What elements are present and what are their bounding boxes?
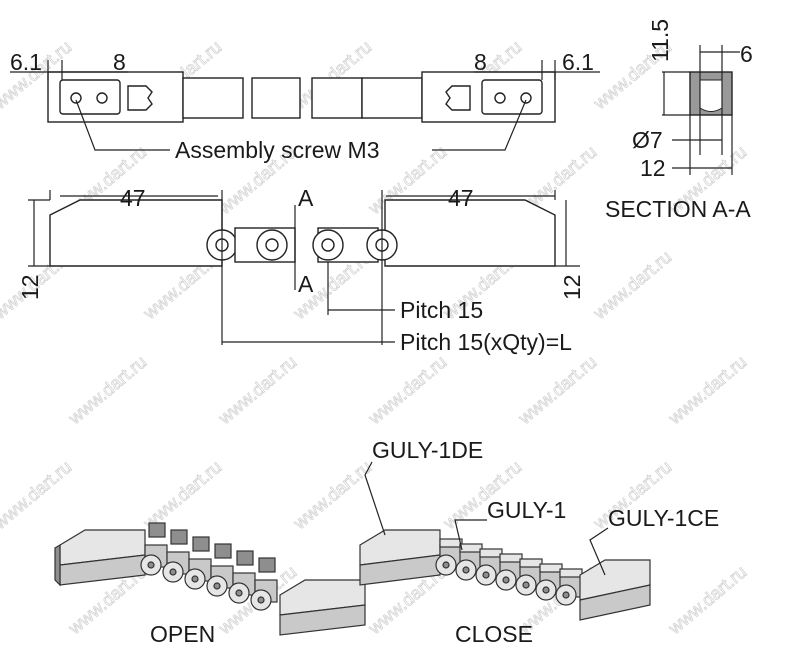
screw-icon: [127, 85, 153, 111]
top-view: 6.1 8 8 6.1 Assembly screw M3: [10, 49, 600, 163]
screw-label: Assembly screw M3: [175, 137, 379, 163]
watermark-text: www.dart.ru: [589, 247, 675, 324]
screw-hole-icon: [96, 92, 108, 104]
screw-hole-icon: [520, 92, 532, 104]
dim-right-length: 47: [448, 185, 474, 211]
chain-link: [555, 568, 583, 606]
dim-section-inner-width: 6: [740, 41, 753, 67]
chain-link: [455, 543, 483, 581]
chain-link: [228, 550, 256, 604]
watermark-text: www.dart.ru: [214, 352, 300, 429]
dim-left-length: 47: [120, 185, 146, 211]
label-guly-1: GULY-1: [487, 497, 566, 523]
watermark-text: www.dart.ru: [0, 457, 75, 534]
chain-link: [162, 529, 190, 583]
label-guly-1ce: GULY-1CE: [608, 505, 719, 531]
dim-left-outer: 6.1: [10, 49, 42, 75]
section-title: SECTION A-A: [605, 196, 751, 222]
chain-link: [250, 557, 278, 611]
watermark-text: www.dart.ru: [64, 352, 150, 429]
watermark-text: www.dart.ru: [289, 457, 375, 534]
screw-hole-icon: [494, 92, 506, 104]
dim-section-bore: Ø7: [632, 127, 663, 153]
dim-left-inner: 8: [113, 49, 126, 75]
dim-right-outer: 6.1: [562, 49, 594, 75]
label-open: OPEN: [150, 621, 215, 647]
section-mark-top: A: [298, 185, 314, 211]
dim-right-height: 12: [559, 274, 585, 300]
section-view: 11.5 6 Ø7 12 SECTION A-A: [605, 19, 753, 222]
pitch-total-label: Pitch 15(xQty)=L: [400, 329, 572, 355]
chain-link: [435, 538, 463, 576]
dim-section-height: 11.5: [647, 19, 673, 62]
side-view: 47 47 A A 12 12 Pitch 15 Pitch 15(xQty)=…: [17, 185, 585, 355]
screw-hole-icon: [70, 92, 82, 104]
dim-left-height: 12: [17, 274, 43, 300]
watermark-text: www.dart.ru: [514, 352, 600, 429]
chain-link: [535, 563, 563, 601]
watermark-text: www.dart.ru: [139, 457, 225, 534]
chain-link: [515, 558, 543, 596]
section-mark-bottom: A: [298, 271, 314, 297]
watermark-text: www.dart.ru: [364, 352, 450, 429]
iso-close-view: GULY-1DE GULY-1 GULY-1CE CLOSE: [359, 437, 719, 647]
watermark-text: www.dart.ru: [664, 352, 750, 429]
label-close: CLOSE: [455, 621, 533, 647]
chain-link: [206, 543, 234, 597]
chain-link: [184, 536, 212, 590]
label-guly-1de: GULY-1DE: [372, 437, 483, 463]
screw-icon: [445, 85, 471, 111]
chain-link: [140, 522, 168, 576]
dim-right-inner: 8: [474, 49, 487, 75]
watermark-text: www.dart.ru: [664, 562, 750, 639]
iso-open-view: OPEN: [54, 522, 366, 647]
dim-section-width: 12: [640, 155, 666, 181]
pitch-label: Pitch 15: [400, 297, 483, 323]
